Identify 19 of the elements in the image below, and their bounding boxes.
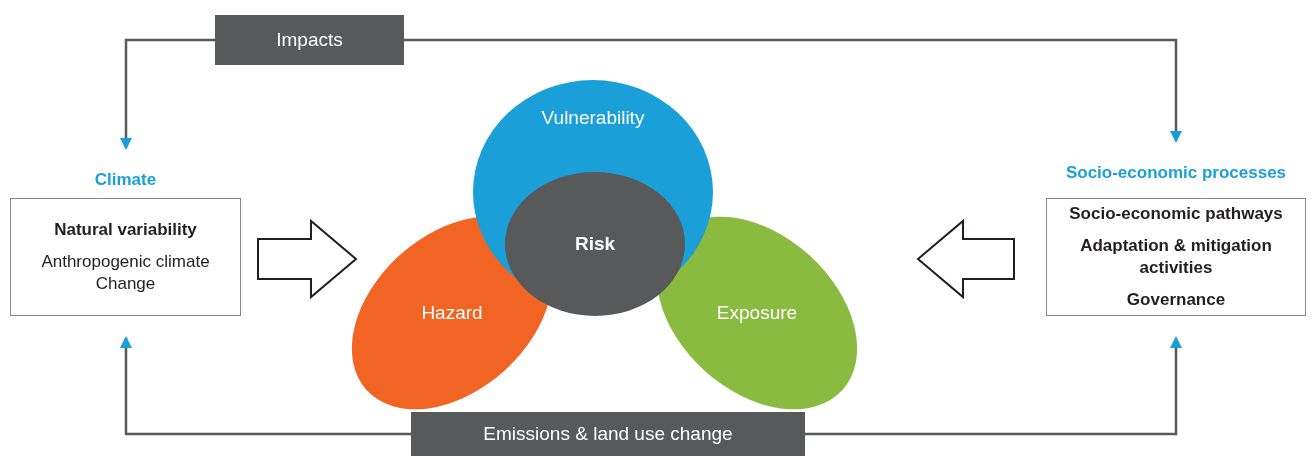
panel-heading: Socio-economic processes (1065, 163, 1287, 183)
panel-text: Socio-economic pathways (1069, 202, 1283, 225)
panel-text: Anthropogenic climate Change (40, 250, 211, 296)
arrow (120, 336, 411, 436)
shape-label: Vulnerability (541, 107, 645, 129)
shape-label: Risk (574, 233, 616, 255)
block-arrow (257, 218, 358, 300)
label-box: Impacts (215, 15, 404, 65)
panel-text: Governance (1126, 289, 1226, 312)
arrow (404, 38, 1182, 143)
arrow (805, 336, 1182, 436)
panel-text: Natural variability (54, 218, 197, 241)
panel-heading: Climate (94, 170, 157, 190)
label-box: Emissions & land use change (411, 412, 805, 456)
shape-label: Hazard (421, 302, 483, 324)
panel-text: Adaptation & mitigation activities (1079, 234, 1273, 279)
shape-label: Exposure (716, 302, 798, 324)
arrow (120, 38, 215, 150)
block-arrow (916, 218, 1015, 300)
